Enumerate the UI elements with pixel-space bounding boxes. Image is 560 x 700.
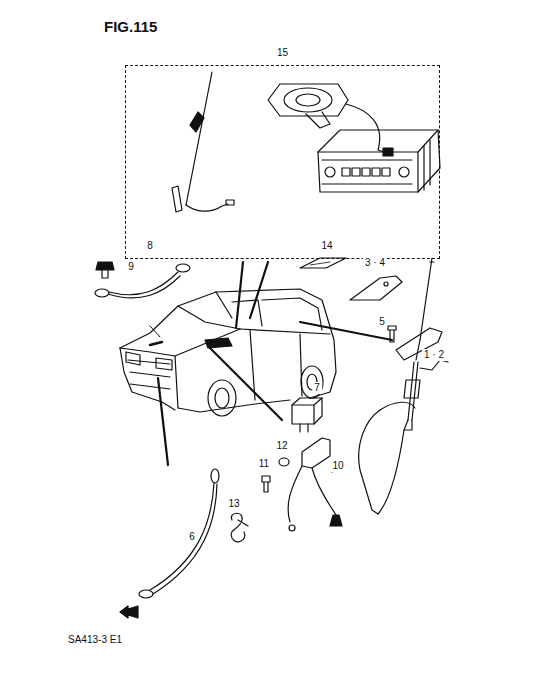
bolt xyxy=(96,262,114,278)
leader-line xyxy=(236,262,243,328)
antenna-assembly xyxy=(332,258,448,514)
callout-number: 7 xyxy=(312,382,322,394)
callout-number: 8 xyxy=(145,240,155,252)
radio-unit xyxy=(318,130,440,192)
antenna-kit xyxy=(172,72,234,212)
drawing-code: SA413-3 E1 xyxy=(66,634,124,646)
callout-number: 12 xyxy=(274,440,289,452)
relay xyxy=(292,398,322,432)
clip xyxy=(231,513,248,542)
leader-line xyxy=(158,378,168,465)
car-outline xyxy=(120,289,336,416)
callout-number: 9 xyxy=(126,261,136,273)
speaker xyxy=(268,84,393,156)
washer xyxy=(279,458,289,466)
kit-group-box: 15 xyxy=(125,65,440,259)
screw xyxy=(262,476,270,492)
callout-number: 14 xyxy=(319,240,334,252)
plate xyxy=(300,258,346,268)
callout-number: 11 xyxy=(257,458,271,470)
front-arrow-icon xyxy=(120,606,138,618)
ground-strap xyxy=(139,469,219,598)
callout-number: 1 · 2 xyxy=(422,349,446,361)
noise-filter xyxy=(288,438,342,531)
figure-title: FIG.115 xyxy=(104,18,157,35)
callout-number: 3 · 4 xyxy=(363,257,387,269)
ground-strap xyxy=(95,264,190,298)
callout-number: 15 xyxy=(275,47,290,58)
callout-number: 6 xyxy=(187,531,197,543)
callout-number: 5 xyxy=(377,316,387,328)
callout-number: 10 xyxy=(330,460,345,472)
screw xyxy=(388,326,396,342)
bracket xyxy=(350,276,402,300)
callout-number: 13 xyxy=(226,498,241,510)
